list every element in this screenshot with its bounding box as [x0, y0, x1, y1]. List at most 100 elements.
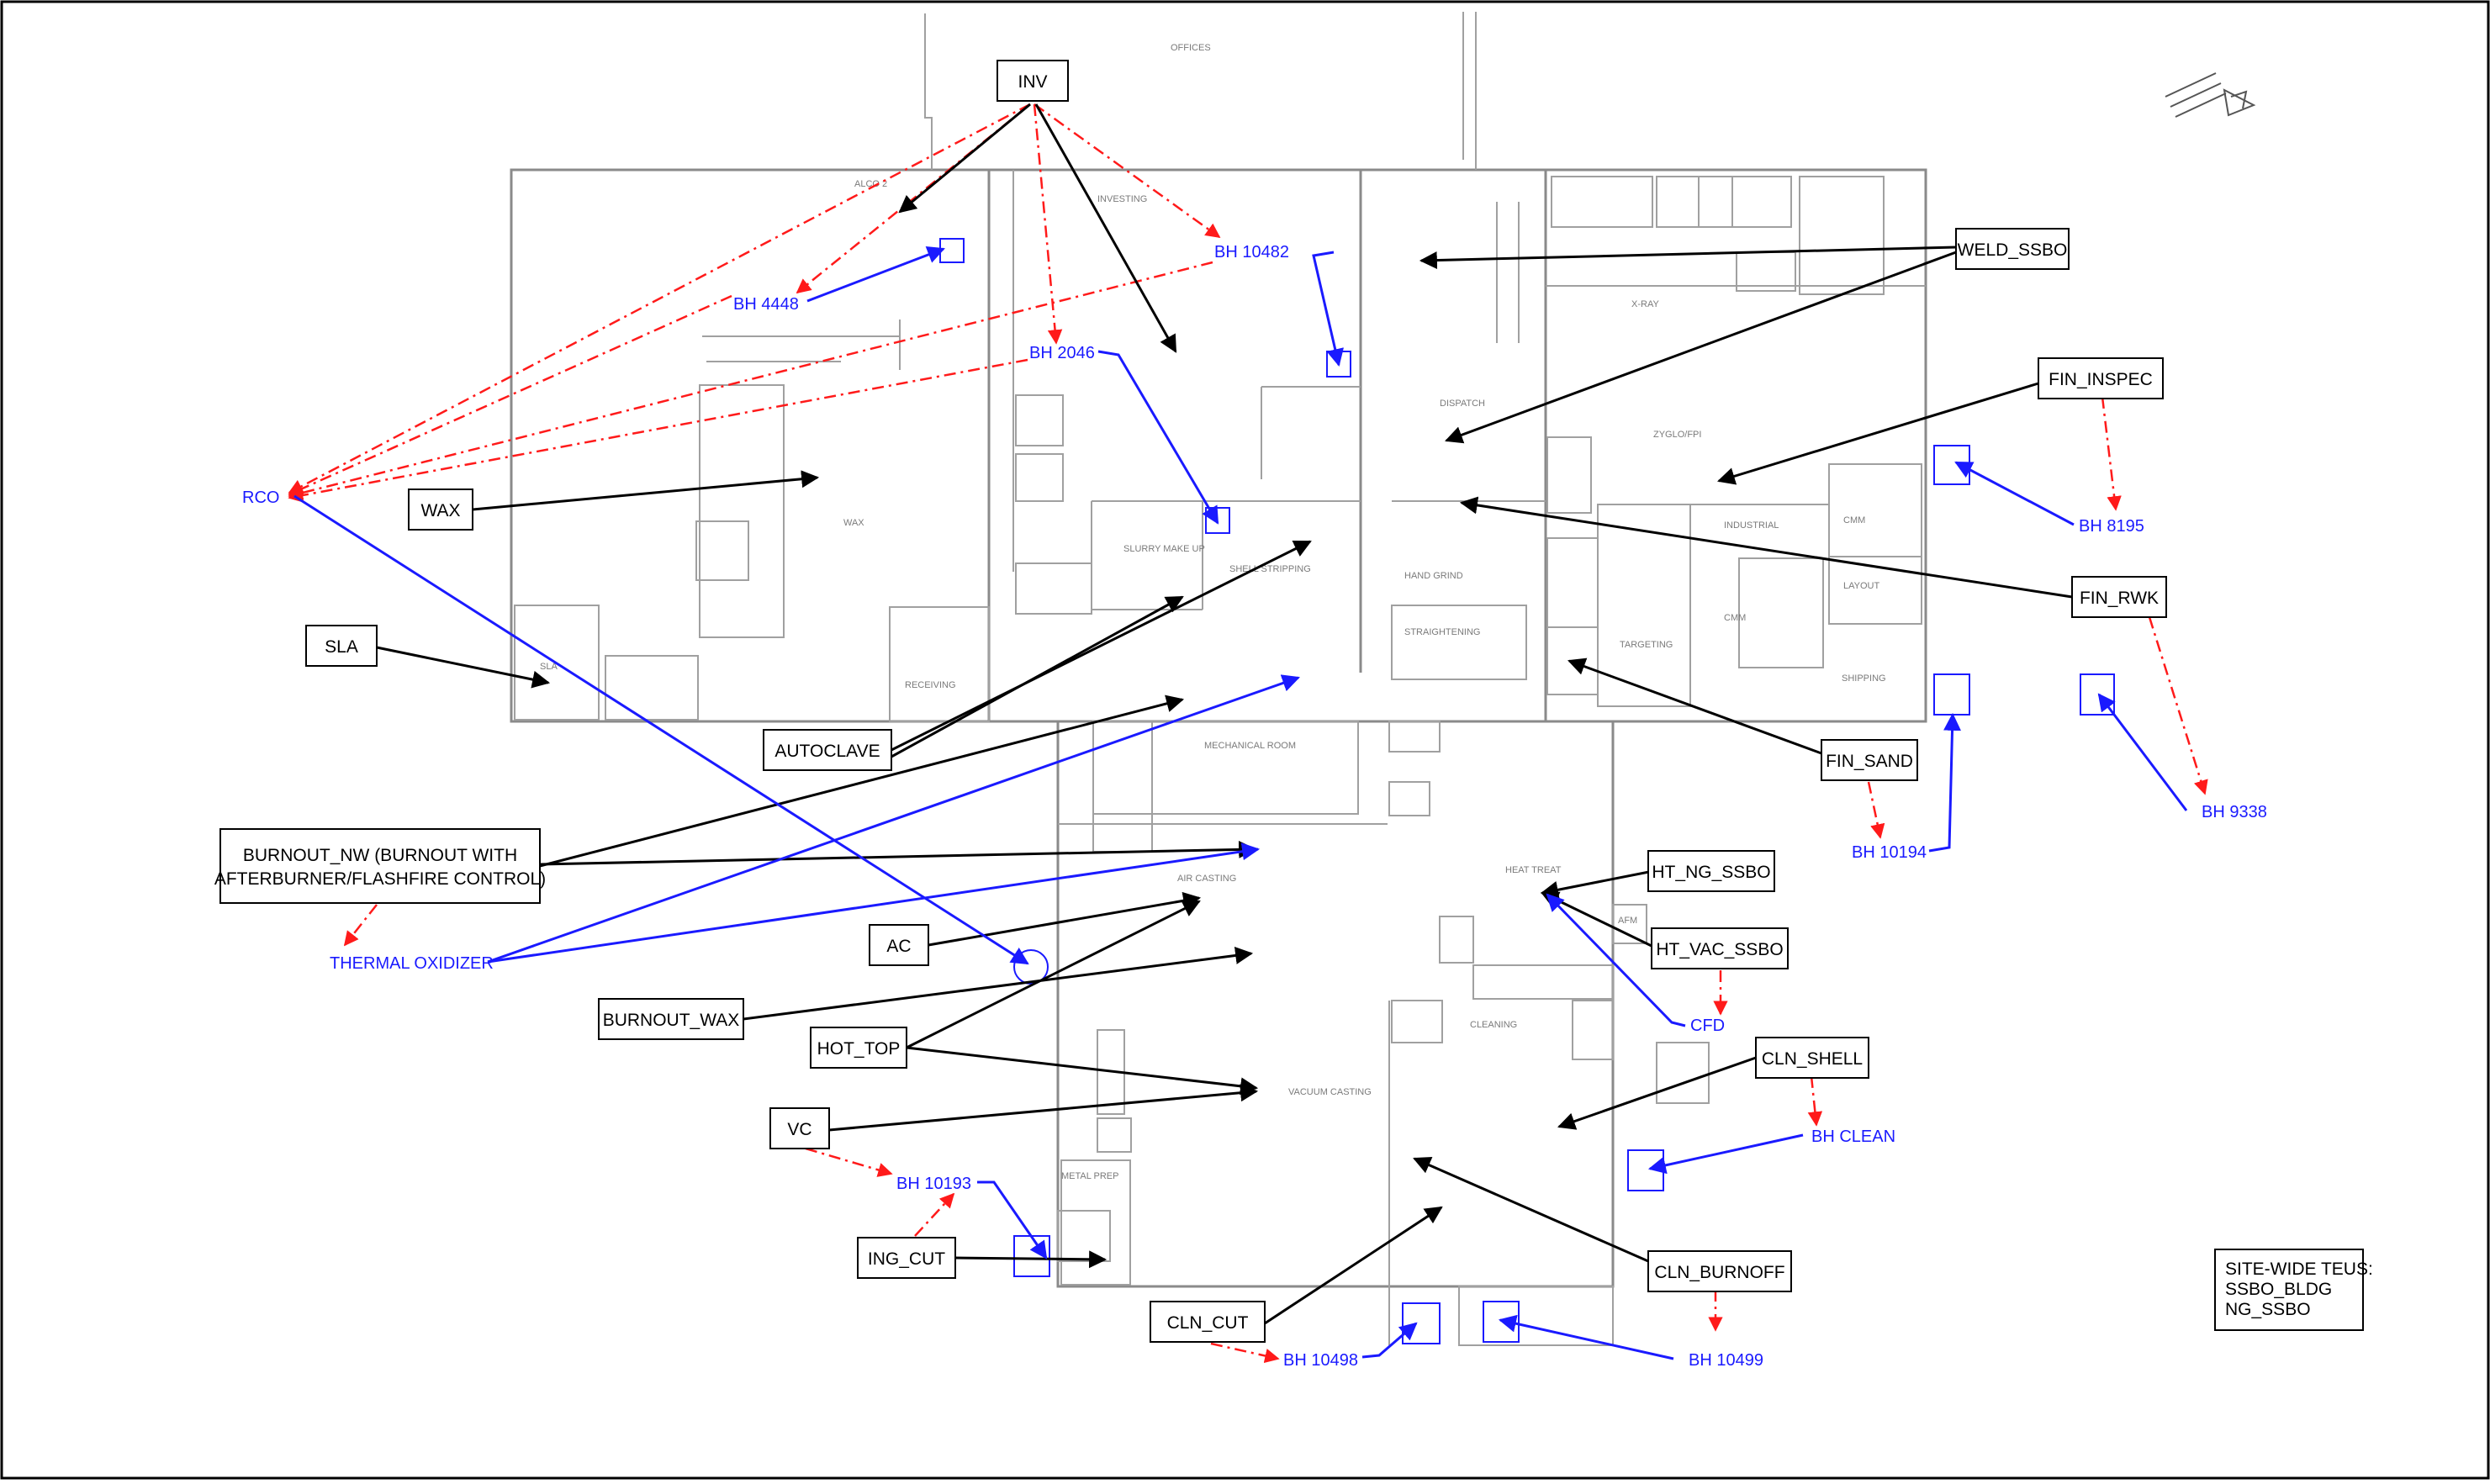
label-bh-clean: BH CLEAN [1811, 1128, 1895, 1146]
arrow-weld-2 [1445, 251, 1957, 444]
label-thermal-oxidizer: THERMAL OXIDIZER [330, 954, 494, 973]
arrow-autoclave-2 [891, 595, 1184, 758]
room-label-hand-grind: HAND GRIND [1404, 571, 1463, 581]
label-bh-8195: BH 8195 [2079, 517, 2144, 536]
label-bh-4448: BH 4448 [733, 295, 799, 314]
room-label-slurry: SLURRY MAKE UP [1123, 544, 1205, 554]
arrow-fin-sand [1567, 658, 1822, 755]
room-label-heat-treat: HEAT TREAT [1505, 865, 1562, 875]
label-cln-burnoff: CLN_BURNOFF [1654, 1263, 1784, 1282]
room-label-offices: OFFICES [1171, 43, 1211, 53]
red-arrow-bh4448-rco [288, 294, 732, 496]
red-arrow-burnout-thermal [343, 904, 378, 947]
label-burnout-nw-line1: BURNOUT_NW (BURNOUT WITH [243, 846, 517, 865]
blue-arrow-bh8195 [1954, 461, 2075, 526]
room-label-cmm-2: CMM [1724, 613, 1746, 623]
label-bh-10194: BH 10194 [1852, 843, 1927, 862]
arrow-ing-cut [954, 1250, 1108, 1269]
room-label-shell-stripping: SHELL STRIPPING [1229, 564, 1311, 574]
blue-arrow-thermal-2 [487, 674, 1300, 964]
room-label-wax: WAX [843, 518, 864, 528]
arrow-hottop-2 [906, 1046, 1259, 1096]
box-fin-sand: FIN_SAND [1821, 739, 1918, 781]
room-label-xray: X-RAY [1631, 299, 1659, 309]
label-site-wide-line1: SITE-WIDE TEUS: [2225, 1260, 2373, 1279]
box-ht-vac-ssbo: HT_VAC_SSBO [1651, 927, 1789, 969]
label-hot-top: HOT_TOP [817, 1039, 901, 1059]
arrow-weld [1419, 246, 1957, 270]
red-arrow-ingcut-bh10193 [914, 1192, 955, 1237]
rco-unit-marker [1013, 949, 1049, 985]
box-cln-cut: CLN_CUT [1150, 1301, 1266, 1343]
arrow-ac [928, 891, 1202, 947]
room-label-zyglo: ZYGLO/FPI [1653, 430, 1701, 440]
room-label-layout: LAYOUT [1843, 581, 1879, 591]
north-arrow-icon [2165, 72, 2256, 118]
red-arrow-fin-rwk-bh9338 [2148, 616, 2208, 795]
red-dashed-arrows [288, 103, 2208, 1364]
room-label-shipping: SHIPPING [1842, 673, 1886, 684]
label-bh-2046: BH 2046 [1029, 344, 1095, 362]
box-vc: VC [769, 1107, 830, 1149]
label-ht-vac-ssbo: HT_VAC_SSBO [1656, 940, 1783, 959]
room-label-air-casting: AIR CASTING [1177, 874, 1236, 884]
box-cln-shell: CLN_SHELL [1755, 1037, 1869, 1079]
arrow-vc [828, 1084, 1259, 1132]
label-burnout-wax: BURNOUT_WAX [603, 1011, 740, 1030]
blue-arrows [293, 246, 2188, 1360]
blue-arrow-bh9338 [2097, 693, 2188, 811]
label-vc: VC [787, 1120, 811, 1139]
arrow-burnout-wax [743, 947, 1254, 1021]
bh-marker-10498 [1402, 1302, 1441, 1344]
box-autoclave: AUTOCLAVE [763, 729, 892, 771]
red-arrow-bh2046-rco [288, 358, 1028, 503]
box-cln-burnoff: CLN_BURNOFF [1647, 1250, 1792, 1292]
arrow-fin-rwk [1459, 496, 2073, 599]
arrow-burnout-nw-2 [539, 694, 1185, 868]
room-label-alco2: ALCO 2 [854, 179, 887, 189]
control-labels: BH 10482 BH 4448 BH 2046 RCO BH 8195 BH … [242, 243, 2267, 1370]
bh-marker-8195 [1933, 445, 1970, 485]
arrow-cln-burnoff [1413, 1156, 1649, 1263]
label-fin-sand: FIN_SAND [1826, 752, 1913, 771]
room-label-targeting: TARGETING [1620, 640, 1673, 650]
label-bh-10499: BH 10499 [1689, 1351, 1763, 1370]
room-label-dispatch: DISPATCH [1440, 399, 1485, 409]
label-weld-ssbo: WELD_SSBO [1958, 240, 2068, 260]
box-hot-top: HOT_TOP [810, 1027, 907, 1069]
arrow-wax [472, 470, 820, 511]
black-arrows [376, 103, 2073, 1325]
arrow-cln-cut [1264, 1206, 1443, 1325]
label-ing-cut: ING_CUT [868, 1249, 945, 1269]
arrow-cln-shell [1557, 1056, 1757, 1130]
blue-arrow-cfd [1546, 893, 1686, 1027]
red-arrow-inv-bh10482 [1034, 103, 1221, 239]
red-arrow-fin-inspec-bh8195 [2101, 396, 2122, 511]
arrow-fin-inspec [1716, 382, 2039, 485]
blue-arrow-bh10482 [1312, 251, 1344, 367]
label-inv: INV [1018, 72, 1047, 92]
blue-arrow-bh10498 [1361, 1322, 1418, 1359]
arrow-hottop-1 [906, 900, 1201, 1049]
arrow-inv-1 [898, 103, 1031, 214]
box-weld-ssbo: WELD_SSBO [1955, 228, 2070, 270]
label-fin-inspec: FIN_INSPEC [2049, 370, 2153, 389]
room-label-sla: SLA [540, 662, 558, 672]
building-walls [510, 12, 1927, 1346]
arrow-ht-ng [1540, 869, 1654, 899]
box-fin-rwk: FIN_RWK [2071, 576, 2167, 618]
room-label-metal-prep: METAL PREP [1061, 1171, 1118, 1181]
label-autoclave: AUTOCLAVE [774, 742, 880, 761]
blue-arrow-rco [293, 494, 1029, 965]
label-ac: AC [886, 937, 911, 956]
room-label-industrial: INDUSTRIAL [1724, 520, 1779, 531]
room-label-afm: AFM [1618, 916, 1637, 926]
label-burnout-nw-line2: AFTERBURNER/FLASHFIRE CONTROL) [214, 869, 546, 889]
room-label-straightening: STRAIGHTENING [1404, 627, 1480, 637]
label-wax: WAX [420, 501, 460, 520]
box-wax: WAX [408, 489, 473, 531]
red-arrow-vc-bh10193 [805, 1147, 893, 1177]
